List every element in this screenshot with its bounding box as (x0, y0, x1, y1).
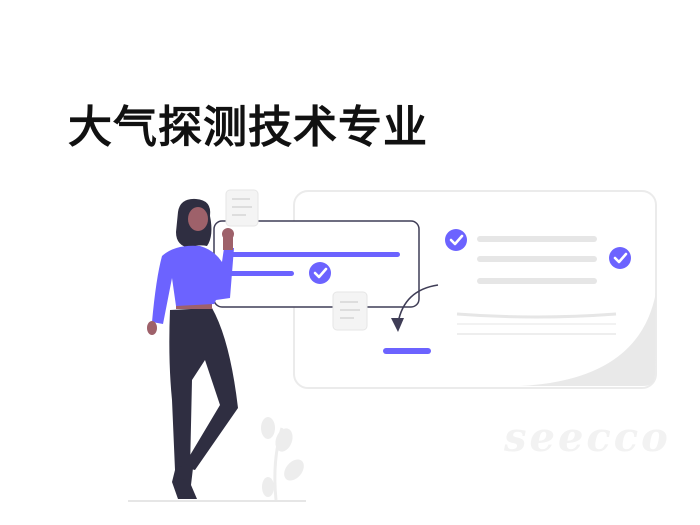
page-title: 大气探测技术专业 (68, 102, 428, 153)
curved-arrow-icon (391, 284, 439, 332)
plant-icon (261, 417, 304, 501)
accent-bar (383, 348, 431, 354)
watermark-text: seecco (504, 414, 671, 461)
document-note-icon (332, 291, 368, 331)
check-circle-icon (445, 229, 467, 251)
document-note-icon (225, 189, 259, 227)
check-circle-icon (309, 262, 331, 284)
check-circle-icon (609, 247, 631, 269)
woman-figure (147, 198, 238, 499)
